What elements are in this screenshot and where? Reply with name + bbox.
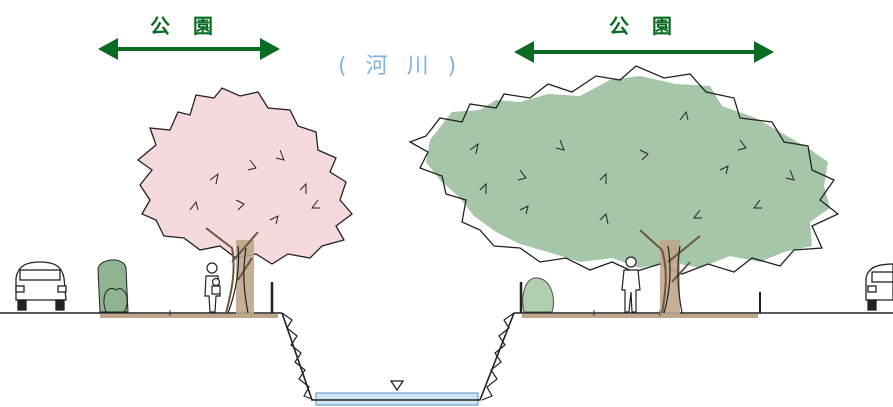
shrub-icon	[522, 277, 554, 313]
right-park-arrow	[514, 41, 774, 63]
right-park-label: 公 園	[609, 14, 680, 38]
ground-line-left	[0, 310, 282, 318]
river-channel	[281, 312, 515, 406]
left-park-arrow	[98, 38, 280, 60]
car-icon	[15, 261, 67, 311]
cherry-tree	[136, 87, 353, 314]
shrub-icon	[97, 259, 129, 313]
car-icon	[865, 263, 893, 311]
person-icon	[621, 256, 641, 313]
person-with-child-icon	[204, 262, 221, 313]
river-label: ( 河 川 )	[338, 54, 463, 79]
water-level-icon	[389, 380, 405, 392]
green-tree	[408, 65, 840, 314]
ground-line-right	[514, 310, 893, 318]
left-park-label: 公 園	[150, 14, 221, 38]
